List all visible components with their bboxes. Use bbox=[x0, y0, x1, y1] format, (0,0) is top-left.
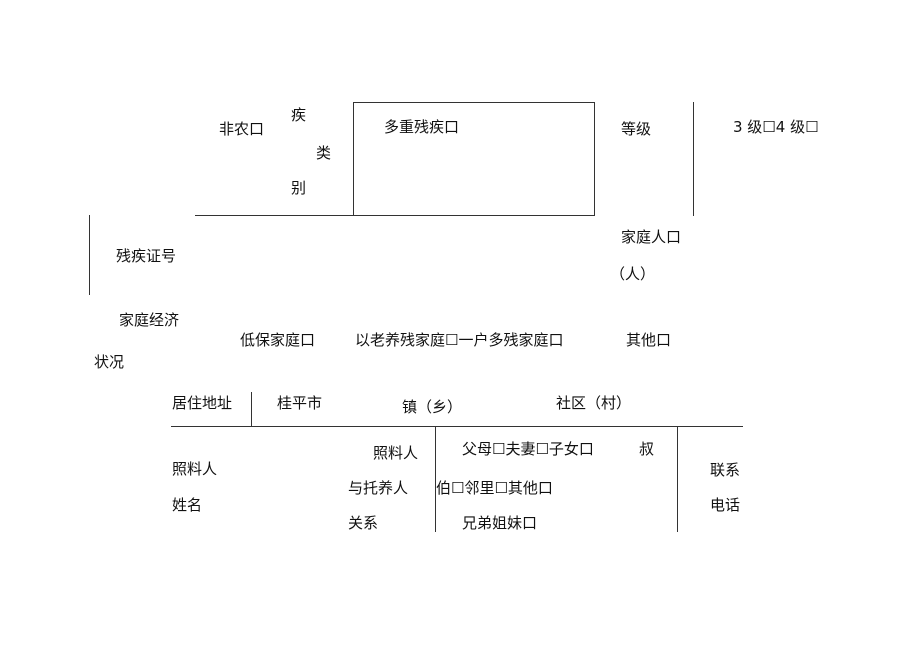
address-community: 社区（村） bbox=[556, 394, 632, 412]
row4-bottom-rule bbox=[171, 426, 743, 427]
family-economy-label-2: 状况 bbox=[94, 353, 125, 371]
relation-options-line2[interactable]: 伯☐邻里☐其他口 bbox=[436, 479, 553, 497]
relation-label-3: 关系 bbox=[348, 514, 379, 532]
household-size-unit: （人） bbox=[610, 265, 656, 283]
phone-label-2: 电话 bbox=[710, 496, 741, 514]
family-economy-label: 家庭经济 bbox=[119, 311, 180, 329]
multi-disability-checkbox-label[interactable]: 多重残疾口 bbox=[384, 118, 460, 136]
address-divider bbox=[251, 392, 252, 426]
disability-type-label-char-3: 别 bbox=[291, 179, 307, 197]
other-economy-checkbox-label[interactable]: 其他口 bbox=[626, 331, 672, 349]
grade-label: 等级 bbox=[621, 120, 652, 138]
row2-left-border bbox=[89, 215, 90, 295]
disability-certificate-label: 残疾证号 bbox=[116, 247, 177, 265]
relation-options-line1[interactable]: 父母☐夫妻☐子女口 bbox=[462, 440, 594, 458]
address-town: 镇（乡） bbox=[402, 398, 463, 416]
disability-type-label-char-2: 类 bbox=[316, 144, 332, 162]
phone-label: 联系 bbox=[710, 461, 741, 479]
address-city: 桂平市 bbox=[277, 394, 323, 412]
caregiver-name-label: 照料人 bbox=[172, 460, 218, 478]
household-size-label: 家庭人口 bbox=[621, 228, 682, 246]
relation-options-line1-uncle: 叔 bbox=[639, 440, 655, 458]
caregiver-name-label-2: 姓名 bbox=[172, 496, 203, 514]
relation-label-1: 照料人 bbox=[373, 444, 419, 462]
relation-left-divider bbox=[435, 426, 436, 532]
grade-options[interactable]: 3 级☐4 级☐ bbox=[733, 118, 819, 136]
relation-label-2: 与托养人 bbox=[348, 479, 409, 497]
low-income-checkbox-label[interactable]: 低保家庭口 bbox=[240, 331, 316, 349]
relation-options-line3[interactable]: 兄弟姐妹口 bbox=[462, 514, 538, 532]
disability-type-label-char-1: 疾 bbox=[291, 106, 307, 124]
elderly-multi-disability-checkbox-labels[interactable]: 以老养残家庭☐一户多残家庭口 bbox=[355, 331, 564, 349]
row1-bottom-rule bbox=[195, 215, 595, 216]
address-label: 居住地址 bbox=[172, 394, 233, 412]
phone-divider bbox=[677, 426, 678, 532]
grade-divider bbox=[693, 102, 694, 216]
non-agricultural-checkbox-label[interactable]: 非农口 bbox=[219, 120, 265, 138]
